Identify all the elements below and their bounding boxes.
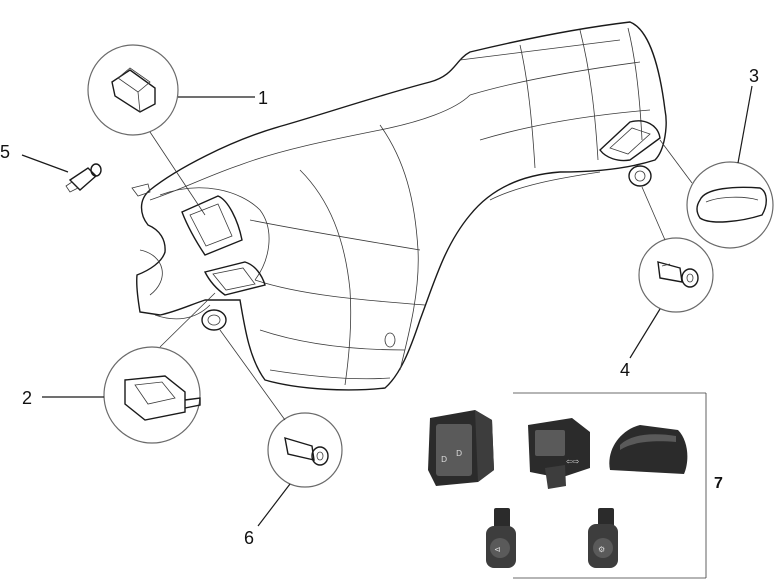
label-6: 6 bbox=[244, 528, 254, 548]
lock-cylinder-drawing bbox=[657, 261, 683, 283]
label-7: 7 bbox=[714, 475, 723, 492]
label-1: 1 bbox=[258, 88, 268, 108]
starter-icon: ⚙ bbox=[598, 545, 605, 554]
label-2: 2 bbox=[22, 388, 32, 408]
turn-signal-icon: ⇦⇨ bbox=[566, 457, 580, 466]
button-cap-drawing bbox=[696, 186, 767, 223]
callout-3-button-cap: 3 bbox=[659, 66, 774, 249]
label-5: 5 bbox=[0, 142, 10, 162]
callout-7-switch-kit: 7 D D ⇦⇨ ⊲ bbox=[428, 392, 723, 579]
switch-housing-drawing bbox=[124, 375, 186, 421]
label-4: 4 bbox=[620, 360, 630, 380]
callout-5-bulb: 5 bbox=[0, 142, 102, 193]
callout-4-lock-cylinder: 4 bbox=[620, 186, 714, 380]
horn-button-photo: ⊲ bbox=[486, 508, 516, 568]
high-beam-icon: D bbox=[456, 449, 462, 458]
callout-2-switch-housing: 2 bbox=[22, 292, 216, 444]
rocker-switch-drawing bbox=[111, 69, 156, 113]
callout-6-lock-cylinder: 6 bbox=[219, 329, 343, 548]
button-cap-photo bbox=[609, 425, 688, 474]
label-3: 3 bbox=[749, 66, 759, 86]
lock-cylinder-drawing-2 bbox=[284, 437, 315, 461]
starter-button-photo: ⚙ bbox=[588, 508, 618, 568]
light-switch-photo: D D bbox=[428, 410, 494, 486]
indicator-switch-photo: ⇦⇨ bbox=[528, 418, 590, 489]
callout-1-rocker-switch: 1 bbox=[87, 44, 268, 216]
low-beam-icon: D bbox=[441, 455, 447, 464]
bulb-drawing bbox=[68, 167, 98, 191]
handlebar-housing bbox=[131, 21, 667, 391]
horn-icon: ⊲ bbox=[494, 545, 501, 554]
